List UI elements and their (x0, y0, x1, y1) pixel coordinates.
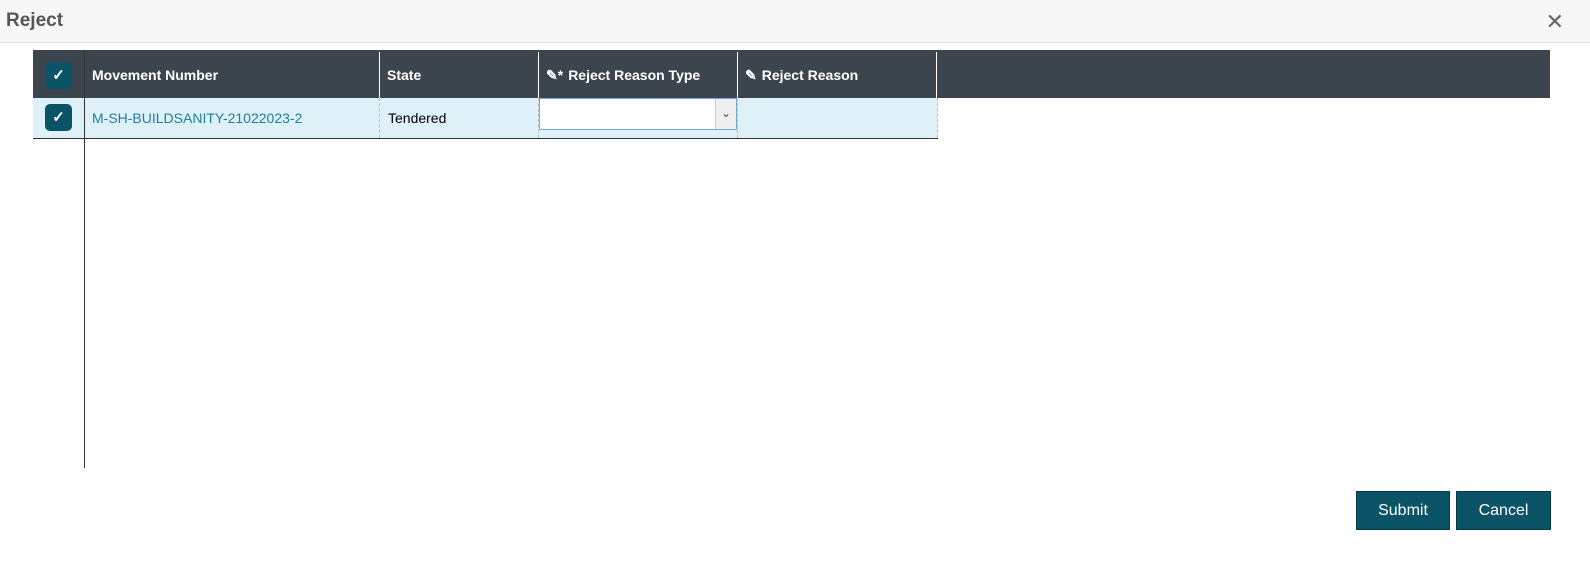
reject-reason-type-cell (538, 98, 737, 138)
select-all-checkbox[interactable]: ✓ (45, 62, 72, 89)
column-divider (84, 50, 85, 468)
column-label: Reject Reason (761, 67, 859, 83)
close-icon[interactable]: ✕ (1545, 9, 1564, 34)
movement-number-link[interactable]: M-SH-BUILDSANITY-21022023-2 (92, 110, 303, 126)
table-row: ✓ M-SH-BUILDSANITY-21022023-2 Tendered ⌄ (33, 98, 938, 139)
column-reject-reason[interactable]: ✎Reject Reason (737, 52, 937, 98)
dialog-title: Reject (6, 10, 64, 31)
reject-grid: ✓ Movement Number State ✎*Reject Reason … (33, 50, 1550, 139)
column-label: Reject Reason Type (568, 67, 701, 83)
column-movement-number[interactable]: Movement Number (84, 52, 379, 98)
reject-reason-cell[interactable] (737, 98, 938, 138)
edit-required-icon: ✎* (546, 67, 564, 83)
row-checkbox[interactable]: ✓ (45, 104, 72, 131)
reject-reason-type-dropdown[interactable]: ⌄ (539, 98, 737, 130)
submit-button[interactable]: Submit (1356, 491, 1450, 530)
edit-icon: ✎ (745, 67, 757, 83)
dialog-header: Reject ✕ (0, 0, 1590, 43)
grid-header: ✓ Movement Number State ✎*Reject Reason … (33, 50, 1550, 98)
cancel-button[interactable]: Cancel (1456, 491, 1551, 530)
chevron-down-icon[interactable]: ⌄ (715, 99, 736, 129)
column-state[interactable]: State (379, 52, 538, 98)
column-reject-reason-type[interactable]: ✎*Reject Reason Type (538, 52, 737, 98)
state-cell: Tendered (379, 98, 538, 138)
